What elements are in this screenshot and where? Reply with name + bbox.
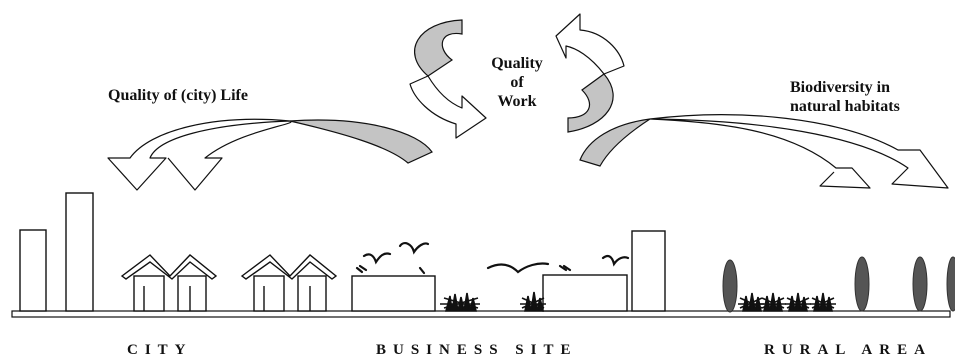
cycle-arrow-left (409, 19, 487, 139)
tree-1 (722, 259, 738, 313)
bird-7 (418, 266, 426, 275)
left-arrow-body (107, 118, 292, 191)
left-arrow-shaded-tail (289, 119, 433, 164)
label-biodiversity-line-1: Biodiversity in (790, 79, 891, 96)
tree-4 (946, 256, 955, 312)
right-curved-arrow (579, 114, 949, 189)
label-biodiversity: Biodiversity in natural habitats (790, 78, 900, 116)
tree-2 (854, 256, 870, 312)
business-building-left (351, 275, 436, 312)
bird-4 (601, 254, 630, 267)
ground-line (11, 310, 951, 318)
label-quality-of-work-line-2: of (510, 74, 524, 91)
cycle-right-shaded (567, 73, 614, 133)
tower-tall (65, 192, 94, 312)
tower-short (19, 229, 47, 312)
shrub-group-business-1 (440, 292, 480, 312)
house-pair-1 (120, 254, 218, 312)
cycle-left-shaded (414, 19, 463, 77)
label-biodiversity-line-2: natural habitats (790, 98, 900, 115)
city-buildings (19, 192, 338, 312)
label-quality-of-work: Quality of Work (484, 54, 550, 111)
zone-label-rural-area: RURAL AREA (764, 342, 932, 358)
cycle-arrow-right (555, 13, 625, 133)
cycle-left-white (409, 75, 487, 139)
business-building-right (542, 274, 628, 312)
right-arrow-shaded-tail (579, 118, 651, 167)
label-quality-city-life: Quality of (city) Life (108, 87, 248, 104)
bird-5 (355, 264, 368, 274)
left-curved-arrow (107, 118, 433, 191)
bird-6 (558, 264, 572, 272)
bird-2 (398, 242, 430, 255)
bird-3 (486, 262, 550, 274)
label-quality-of-work-line-1: Quality (491, 55, 543, 72)
zone-label-city: CITY (127, 342, 193, 358)
bird-1 (362, 252, 392, 265)
label-quality-of-work-line-3: Work (497, 93, 537, 110)
right-arrow-body (649, 114, 949, 189)
shrubs (440, 291, 836, 312)
tree-3 (912, 256, 928, 312)
shrub-business-2 (520, 291, 546, 312)
zone-label-business-site: BUSINESS SITE (376, 342, 578, 358)
birds (355, 242, 630, 275)
business-site (351, 230, 666, 312)
house-pair-2 (240, 254, 338, 312)
business-tower (631, 230, 666, 312)
cycle-right-white (555, 13, 625, 75)
trees (722, 256, 955, 313)
shrub-group-rural (738, 292, 836, 312)
